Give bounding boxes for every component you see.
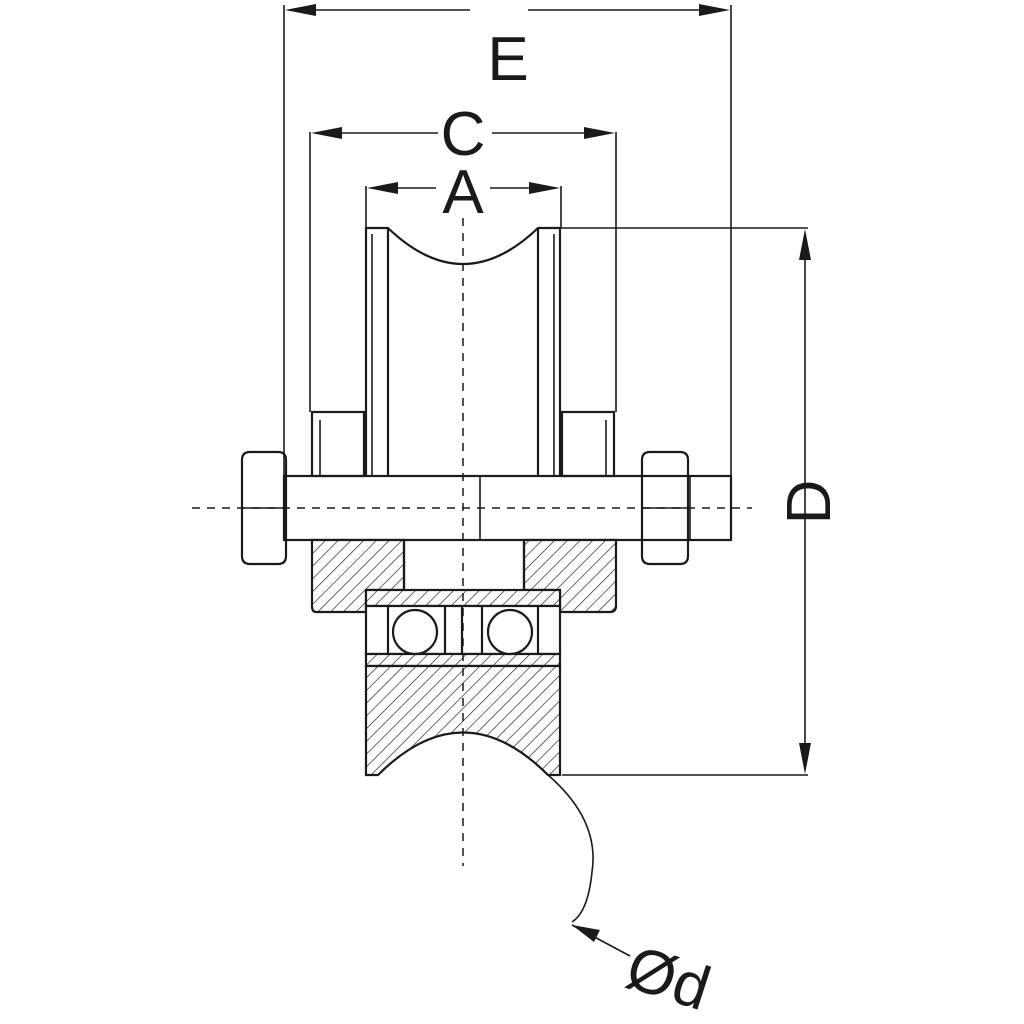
bearing-ball-right [486,608,534,656]
groove-diameter-leader: Ød [547,774,718,1024]
dimension-a: A [365,158,562,228]
label-e: E [487,25,528,94]
label-c: C [441,100,486,169]
bolt-head [240,450,288,566]
label-groove-diameter: Ød [618,933,718,1024]
dimension-e: E [283,4,732,540]
dimension-c: C [309,100,617,412]
label-a: A [442,158,484,227]
center-lines [192,218,752,866]
bearing-housing-section [310,538,618,614]
label-d: D [775,480,844,525]
bearing-ball-left [391,608,439,656]
dimension-d: D [556,227,844,776]
